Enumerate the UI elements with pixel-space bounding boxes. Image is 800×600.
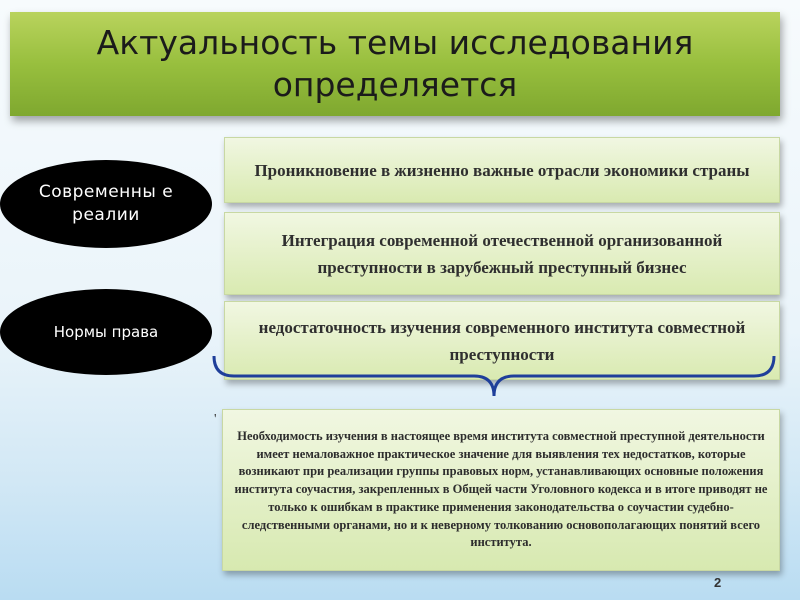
stray-mark: ' (214, 412, 217, 427)
factor-text-2: Интеграция современной отечественной орг… (281, 230, 723, 277)
factor-box-1: Проникновение в жизненно важные отрасли … (224, 137, 780, 203)
factor-box-3: недостаточность изучения современного ин… (224, 301, 780, 380)
slide-title: Актуальность темы исследования определяе… (96, 23, 694, 104)
factor-text-1: Проникновение в жизненно важные отрасли … (254, 160, 750, 180)
conclusion-box: Необходимость изучения в настоящее время… (222, 409, 780, 571)
factor-box-2: Интеграция современной отечественной орг… (224, 212, 780, 295)
label-oval-modern-realities: Современны е реалии (0, 160, 212, 248)
factor-text-3: недостаточность изучения современного ин… (258, 317, 746, 364)
label-modern-realities: Современны е реалии (38, 182, 174, 225)
title-banner: Актуальность темы исследования определяе… (10, 12, 780, 116)
conclusion-text: Необходимость изучения в настоящее время… (234, 428, 768, 550)
label-oval-legal-norms: Нормы права (0, 289, 212, 375)
page-number: 2 (714, 575, 722, 590)
curly-brace-connector (212, 355, 776, 397)
label-legal-norms: Нормы права (53, 323, 159, 341)
